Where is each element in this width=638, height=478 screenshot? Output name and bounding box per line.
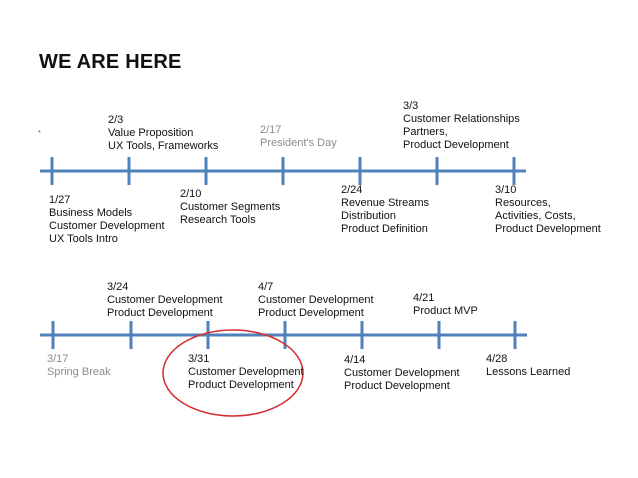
slide-title: WE ARE HERE [39,51,182,73]
event-4-28: 4/28 Lessons Learned [486,353,570,379]
event-topic: Product Development [344,380,450,392]
event-topic: UX Tools, Frameworks [108,140,219,152]
event-date: 2/10 [180,188,202,200]
event-3-3: 3/3 Customer Relationships Partners, Pro… [403,100,520,152]
current-week-highlight-ellipse [162,329,304,417]
event-date: 3/3 [403,100,419,112]
event-topic: Value Proposition [108,127,194,139]
timeline-row-1-axis [40,157,526,185]
event-topic: Customer Relationships [403,113,520,125]
event-topic: Customer Development [107,294,223,306]
event-topic: Customer Development [49,220,165,232]
event-topic: Business Models [49,207,133,219]
event-date: 2/17 [260,124,282,136]
event-topic: Product Development [107,307,213,319]
event-3-17: 3/17 Spring Break [47,353,111,379]
bullet-marker: • [38,127,41,136]
event-topic: Product MVP [413,305,478,317]
event-2-3: 2/3 Value Proposition UX Tools, Framewor… [108,114,218,153]
event-date: 4/7 [258,281,274,293]
event-date: 4/21 [413,292,435,304]
event-4-7: 4/7 Customer Development Product Develop… [258,281,374,320]
event-date: 3/10 [495,184,517,196]
event-date: 2/24 [341,184,363,196]
event-1-27: 1/27 Business Models Customer Developmen… [49,194,165,246]
event-topic: Revenue Streams [341,197,430,209]
event-topic: Lessons Learned [486,366,571,378]
event-topic: Customer Development [188,366,304,378]
event-topic: Customer Segments [180,201,281,213]
event-2-10: 2/10 Customer Segments Research Tools [180,188,280,227]
event-date: 4/28 [486,353,508,365]
event-topic: Product Definition [341,223,428,235]
event-2-17: 2/17 President's Day [260,124,337,150]
event-date: 3/31 [188,353,210,365]
event-topic: Product Development [188,379,294,391]
event-topic: Product Development [495,223,601,235]
event-topic: Research Tools [180,214,256,226]
event-topic: Product Development [403,139,509,151]
event-topic: Distribution [341,210,397,222]
event-4-21: 4/21 Product MVP [413,292,478,318]
event-topic: Customer Development [344,367,460,379]
event-topic: Resources, [495,197,551,209]
event-3-24: 3/24 Customer Development Product Develo… [107,281,223,320]
event-date: 2/3 [108,114,124,126]
event-topic: Spring Break [47,366,111,378]
event-3-31-current: 3/31 Customer Development Product Develo… [188,353,304,392]
event-4-14: 4/14 Customer Development Product Develo… [344,354,460,393]
event-3-10: 3/10 Resources, Activities, Costs, Produ… [495,184,601,236]
event-topic: Activities, Costs, [495,210,576,222]
event-topic: Partners, [403,126,448,138]
event-topic: UX Tools Intro [49,233,118,245]
event-date: 3/17 [47,353,69,365]
event-topic: Customer Development [258,294,374,306]
event-topic: Product Development [258,307,364,319]
event-2-24: 2/24 Revenue Streams Distribution Produc… [341,184,429,236]
event-date: 1/27 [49,194,71,206]
event-date: 3/24 [107,281,129,293]
event-topic: President's Day [260,137,337,149]
timeline-row-2-axis [40,321,527,349]
event-date: 4/14 [344,354,366,366]
